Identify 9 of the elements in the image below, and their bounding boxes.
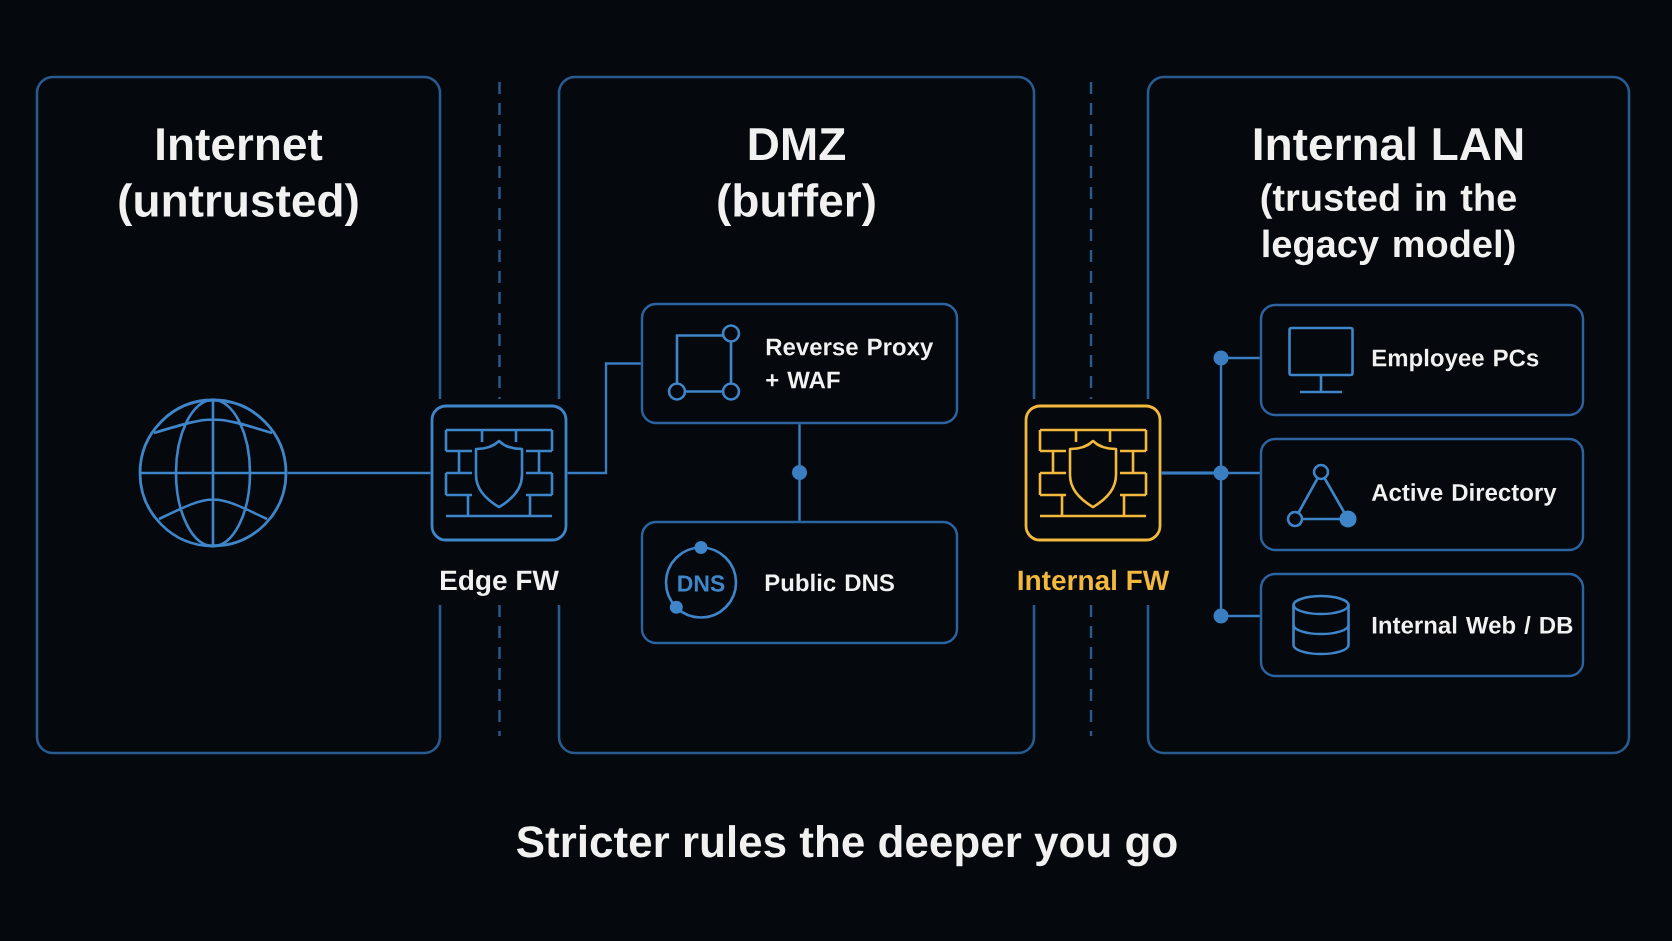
service-box: Employee PCs	[1259, 303, 1585, 417]
service-box: Reverse Proxy + WAF	[640, 302, 959, 425]
zone-panel: Internet (untrusted)	[35, 75, 442, 755]
service-box: Active Directory	[1259, 437, 1585, 552]
dns-badge: DNS	[664, 541, 738, 619]
caption: Stricter rules the deeper you go	[516, 825, 1177, 867]
globe-icon	[138, 398, 288, 548]
firewall-label: Edge FW	[441, 569, 559, 596]
service-box: Internal Web / DB	[1259, 572, 1585, 678]
